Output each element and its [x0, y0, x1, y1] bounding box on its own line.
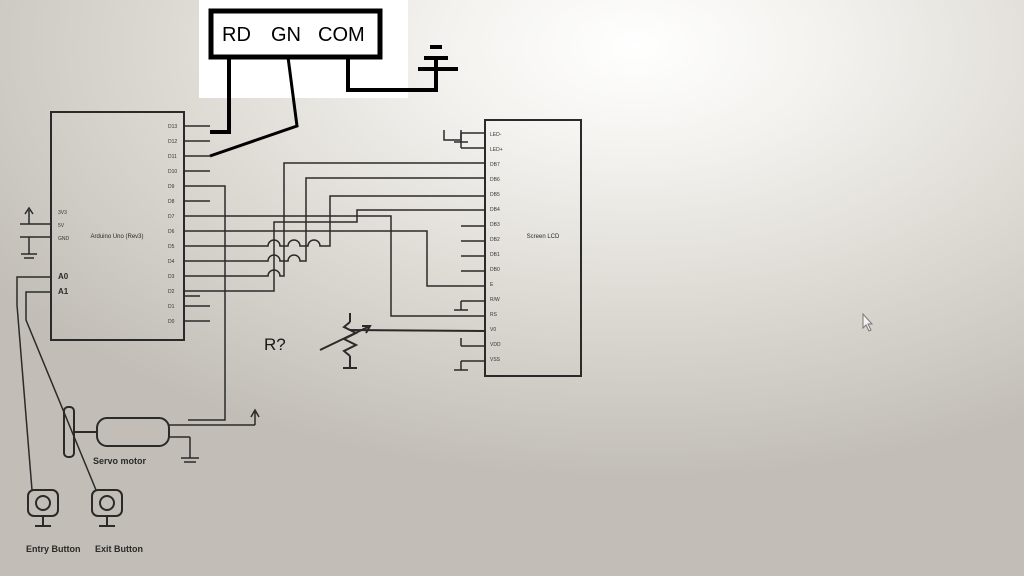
svg-text:D2: D2	[168, 289, 175, 295]
arduino-board: Arduino Uno (Rev3) D13 D12 D11 D10 D9 D8…	[20, 111, 210, 341]
svg-text:LED-: LED-	[490, 132, 502, 138]
arduino-analog-pin-labels: A0 A1	[58, 272, 69, 296]
arduino-left-pin-labels: 3V3 5V GND	[58, 210, 70, 242]
entry-button-label: Entry Button	[26, 544, 81, 554]
lcd-title: Screen LCD	[527, 234, 560, 240]
exit-button	[91, 489, 123, 527]
data-wires	[184, 162, 485, 421]
arduino-title: Arduino Uno (Rev3)	[90, 234, 143, 240]
svg-text:VSS: VSS	[490, 357, 501, 363]
lcd-screen: Screen LCD LED- LED+ DB7 DB6 DB5 DB4 DB3…	[443, 119, 582, 377]
arduino-right-pin-leads	[184, 125, 210, 322]
lcd-ground-icons	[443, 130, 468, 371]
exit-button-label: Exit Button	[95, 544, 143, 554]
svg-text:DB0: DB0	[490, 267, 500, 273]
led-label-gn: GN	[271, 24, 301, 46]
svg-text:D1: D1	[168, 304, 175, 310]
led-box: RD GN COM	[199, 0, 458, 158]
svg-text:DB3: DB3	[490, 222, 500, 228]
svg-text:DB7: DB7	[490, 162, 500, 168]
svg-text:DB2: DB2	[490, 237, 500, 243]
lcd-pin-leads	[461, 132, 485, 362]
resistor-label: R?	[264, 335, 286, 354]
svg-text:VDD: VDD	[490, 342, 501, 348]
servo-label: Servo motor	[93, 456, 147, 466]
led-label-rd: RD	[222, 24, 251, 46]
svg-text:D11: D11	[168, 154, 177, 160]
button-wires	[16, 276, 97, 491]
svg-text:LED+: LED+	[490, 147, 503, 153]
svg-text:D3: D3	[168, 274, 175, 280]
arduino-right-pin-labels: D13 D12 D11 D10 D9 D8 D7 D6 D5 D4 D3 D2 …	[168, 124, 177, 325]
svg-text:D9: D9	[168, 184, 175, 190]
svg-text:D5: D5	[168, 244, 175, 250]
lcd-pin-labels: LED- LED+ DB7 DB6 DB5 DB4 DB3 DB2 DB1 DB…	[490, 132, 503, 363]
svg-text:DB4: DB4	[490, 207, 500, 213]
svg-text:D10: D10	[168, 169, 177, 175]
servo-motor	[63, 406, 260, 463]
arduino-left-pin-leads	[20, 206, 51, 259]
svg-text:D12: D12	[168, 139, 177, 145]
svg-text:V0: V0	[490, 327, 496, 333]
svg-text:D4: D4	[168, 259, 175, 265]
svg-text:RS: RS	[490, 312, 498, 318]
svg-text:DB6: DB6	[490, 177, 500, 183]
svg-text:5V: 5V	[58, 223, 65, 229]
marker-ground-icon	[418, 45, 458, 71]
entry-button	[27, 489, 59, 527]
svg-text:R/W: R/W	[490, 297, 500, 303]
led-label-com: COM	[318, 24, 365, 46]
potentiometer	[319, 313, 486, 369]
svg-text:D6: D6	[168, 229, 175, 235]
svg-text:D7: D7	[168, 214, 175, 220]
svg-text:DB1: DB1	[490, 252, 500, 258]
svg-text:GND: GND	[58, 236, 70, 242]
svg-text:A1: A1	[58, 287, 69, 296]
svg-text:D13: D13	[168, 124, 177, 130]
svg-text:E: E	[490, 282, 494, 288]
svg-text:A0: A0	[58, 272, 69, 281]
mouse-pointer-icon	[862, 312, 874, 332]
svg-text:3V3: 3V3	[58, 210, 67, 216]
svg-text:D8: D8	[168, 199, 175, 205]
svg-text:DB5: DB5	[490, 192, 500, 198]
svg-text:D0: D0	[168, 319, 175, 325]
